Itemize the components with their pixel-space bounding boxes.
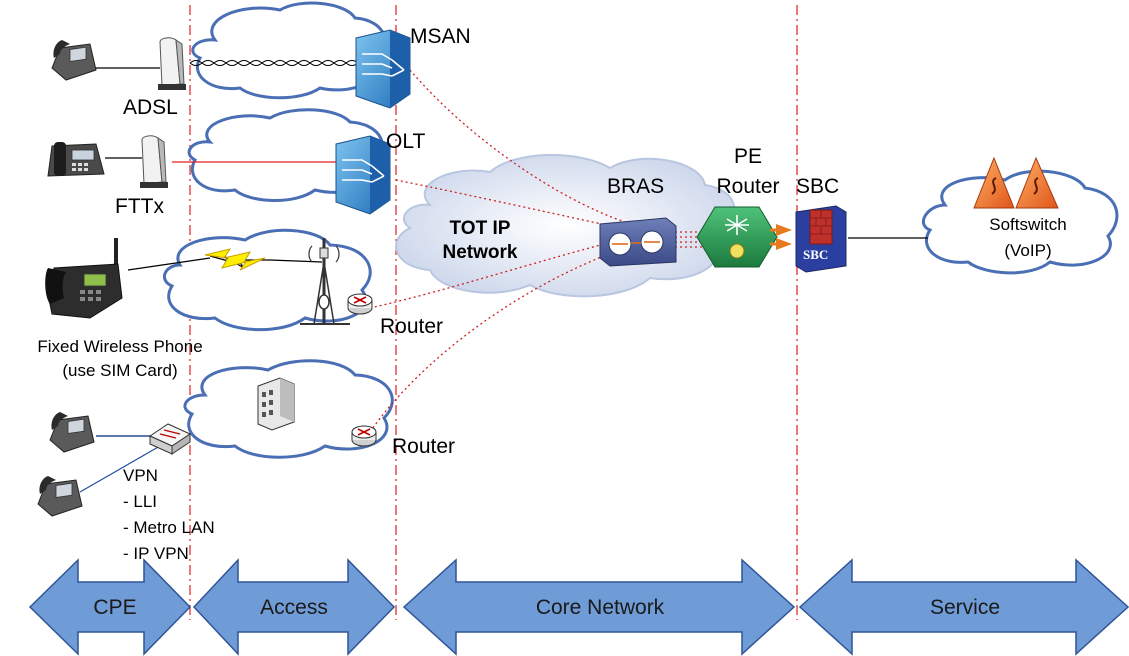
router-icon — [347, 293, 373, 315]
pe-router-icon — [696, 206, 778, 268]
zone-arrow-core — [402, 558, 796, 656]
sbc-firewall-icon — [795, 205, 847, 273]
modem-icon — [140, 135, 168, 188]
vpn-title: VPN — [123, 466, 158, 485]
zone-arrow-cpe — [28, 558, 192, 656]
phone-icon — [47, 142, 105, 177]
olt-label: OLT — [386, 130, 426, 153]
bras-icon — [599, 217, 677, 267]
pe-router-label-line2: Router — [716, 175, 780, 198]
fttx-label: FTTx — [115, 195, 164, 218]
bras-label: BRAS — [607, 175, 665, 198]
access-cloud-wireless — [162, 228, 372, 332]
router-icon — [351, 425, 377, 447]
vpn-item: - LLI — [123, 492, 158, 511]
switch-icon — [148, 423, 192, 455]
service-cloud — [922, 169, 1119, 275]
lightning-icon — [127, 248, 323, 271]
zone-label-core-network: Core Network — [535, 596, 665, 619]
fixed-wireless-phone-icon — [45, 238, 123, 319]
softswitch-label-line2: (VoIP) — [1004, 241, 1052, 260]
adsl-label: ADSL — [123, 96, 178, 119]
antenna-tower-icon — [300, 238, 350, 325]
core-cloud-label-line1: TOT IP — [449, 218, 511, 239]
zone-arrow-access — [192, 558, 396, 656]
adsl-twisted-pair — [189, 60, 371, 66]
building-icon — [257, 377, 295, 431]
core-cloud-label-line2: Network — [442, 242, 518, 263]
vpn-item: - IP VPN — [123, 544, 189, 563]
uplinks-to-bras — [369, 69, 626, 433]
softswitch-icon — [973, 156, 1059, 209]
pe-router-label-line1: PE — [733, 145, 762, 168]
phone-icon — [37, 476, 83, 517]
msan-icon — [355, 29, 411, 109]
sbc-box-label: SBC — [803, 247, 829, 262]
sbc-label: SBC — [796, 175, 840, 198]
vpn-item: - Metro LAN — [123, 518, 215, 537]
modem-icon — [158, 37, 186, 90]
olt-icon — [335, 135, 391, 215]
zone-arrow-service — [798, 558, 1129, 656]
zone-label-cpe: CPE — [93, 596, 137, 619]
zone-label-access: Access — [260, 596, 328, 619]
zone-label-service: Service — [929, 596, 1001, 619]
fixed-wireless-label-line2: (use SIM Card) — [62, 361, 178, 380]
pe-to-sbc-arrows — [770, 224, 792, 250]
router-vpn-label: Router — [392, 435, 456, 458]
phone-icon — [51, 40, 97, 81]
cpe-links — [79, 67, 161, 493]
phone-icon — [49, 412, 95, 453]
msan-label: MSAN — [410, 25, 471, 48]
router-wireless-label: Router — [380, 315, 444, 338]
softswitch-label-line1: Softswitch — [989, 215, 1067, 234]
fixed-wireless-label-line1: Fixed Wireless Phone — [37, 337, 203, 356]
